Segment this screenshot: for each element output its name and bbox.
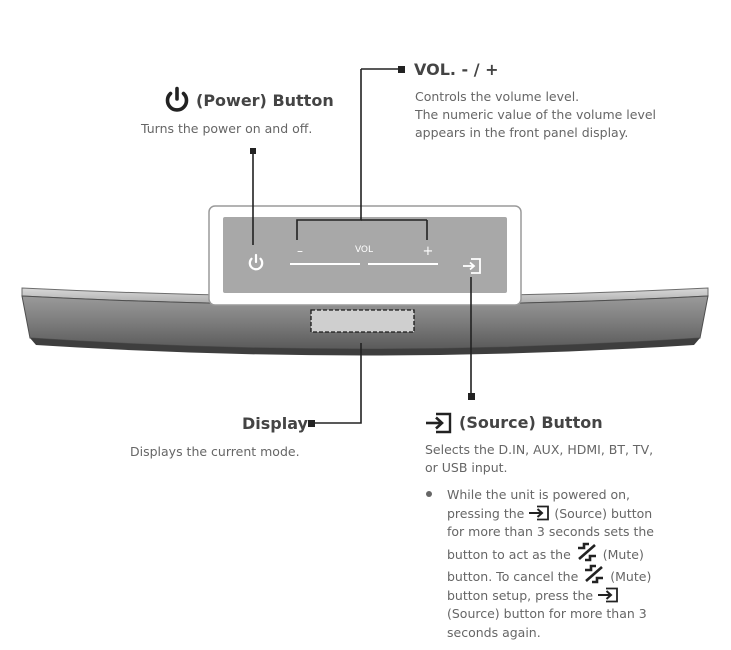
- mute-icon: [577, 542, 596, 561]
- source-bullet-text: While the unit is powered on, pressing t…: [447, 486, 667, 642]
- bullet-line-6-a: button setup, press the: [447, 587, 594, 603]
- panel-power-icon[interactable]: [248, 253, 264, 271]
- display-window: [310, 309, 415, 333]
- bullet-line-3: for more than 3 seconds sets the: [447, 524, 654, 539]
- bullet-line-5: button. To cancel the (Mute): [447, 564, 667, 587]
- source-icon: [529, 505, 550, 520]
- source-button-desc: Selects the D.IN, AUX, HDMI, BT, TV, or …: [425, 441, 653, 477]
- bullet-line-6: button setup, press the: [447, 587, 667, 606]
- volume-desc-line-3: appears in the front panel display.: [415, 125, 629, 140]
- bullet-line-2-a: pressing the: [447, 505, 525, 521]
- power-button-desc: Turns the power on and off.: [141, 121, 313, 136]
- bullet-line-4-a: button to act as the: [447, 546, 571, 562]
- power-button-title: (Power) Button: [196, 91, 334, 110]
- bullet-line-7: (Source) button for more than 3: [447, 606, 647, 621]
- power-icon: [165, 86, 189, 112]
- bullet-line-4-b: (Mute): [602, 546, 644, 562]
- source-icon: [598, 587, 619, 602]
- bullet-line-5-b: (Mute): [610, 569, 652, 584]
- panel-vol-label: VOL: [355, 245, 373, 255]
- control-panel: [208, 205, 522, 306]
- source-icon: [426, 412, 452, 434]
- mute-icon: [585, 564, 604, 584]
- source-desc-line-2: or USB input.: [425, 460, 508, 475]
- panel-minus-label: –: [297, 244, 303, 258]
- volume-desc: Controls the volume level. The numeric v…: [415, 88, 656, 142]
- volume-desc-line-1: Controls the volume level.: [415, 89, 580, 104]
- volume-desc-line-2: The numeric value of the volume level: [415, 107, 657, 122]
- leader-lines: [252, 68, 472, 424]
- bullet-line-2: pressing the (Source) button: [447, 505, 667, 524]
- source-button-title: (Source) Button: [459, 413, 603, 432]
- bullet-dot: [426, 491, 432, 497]
- bullet-line-1: While the unit is powered on,: [447, 487, 631, 502]
- panel-volume-controls[interactable]: – VOL +: [290, 244, 438, 265]
- display-title: Display: [242, 414, 308, 433]
- volume-title: VOL. - / +: [414, 60, 499, 79]
- bullet-line-4: button to act as the (Mute): [447, 542, 667, 565]
- bullet-line-5-a: button. To cancel the: [447, 569, 579, 584]
- panel-source-icon[interactable]: [463, 258, 481, 274]
- display-desc: Displays the current mode.: [130, 444, 300, 459]
- leader-end-markers: [250, 66, 475, 427]
- bullet-line-8: seconds again.: [447, 624, 541, 640]
- bullet-line-2-b: (Source) button: [554, 505, 653, 521]
- source-desc-line-1: Selects the D.IN, AUX, HDMI, BT, TV,: [425, 442, 654, 457]
- panel-plus-label: +: [423, 244, 434, 259]
